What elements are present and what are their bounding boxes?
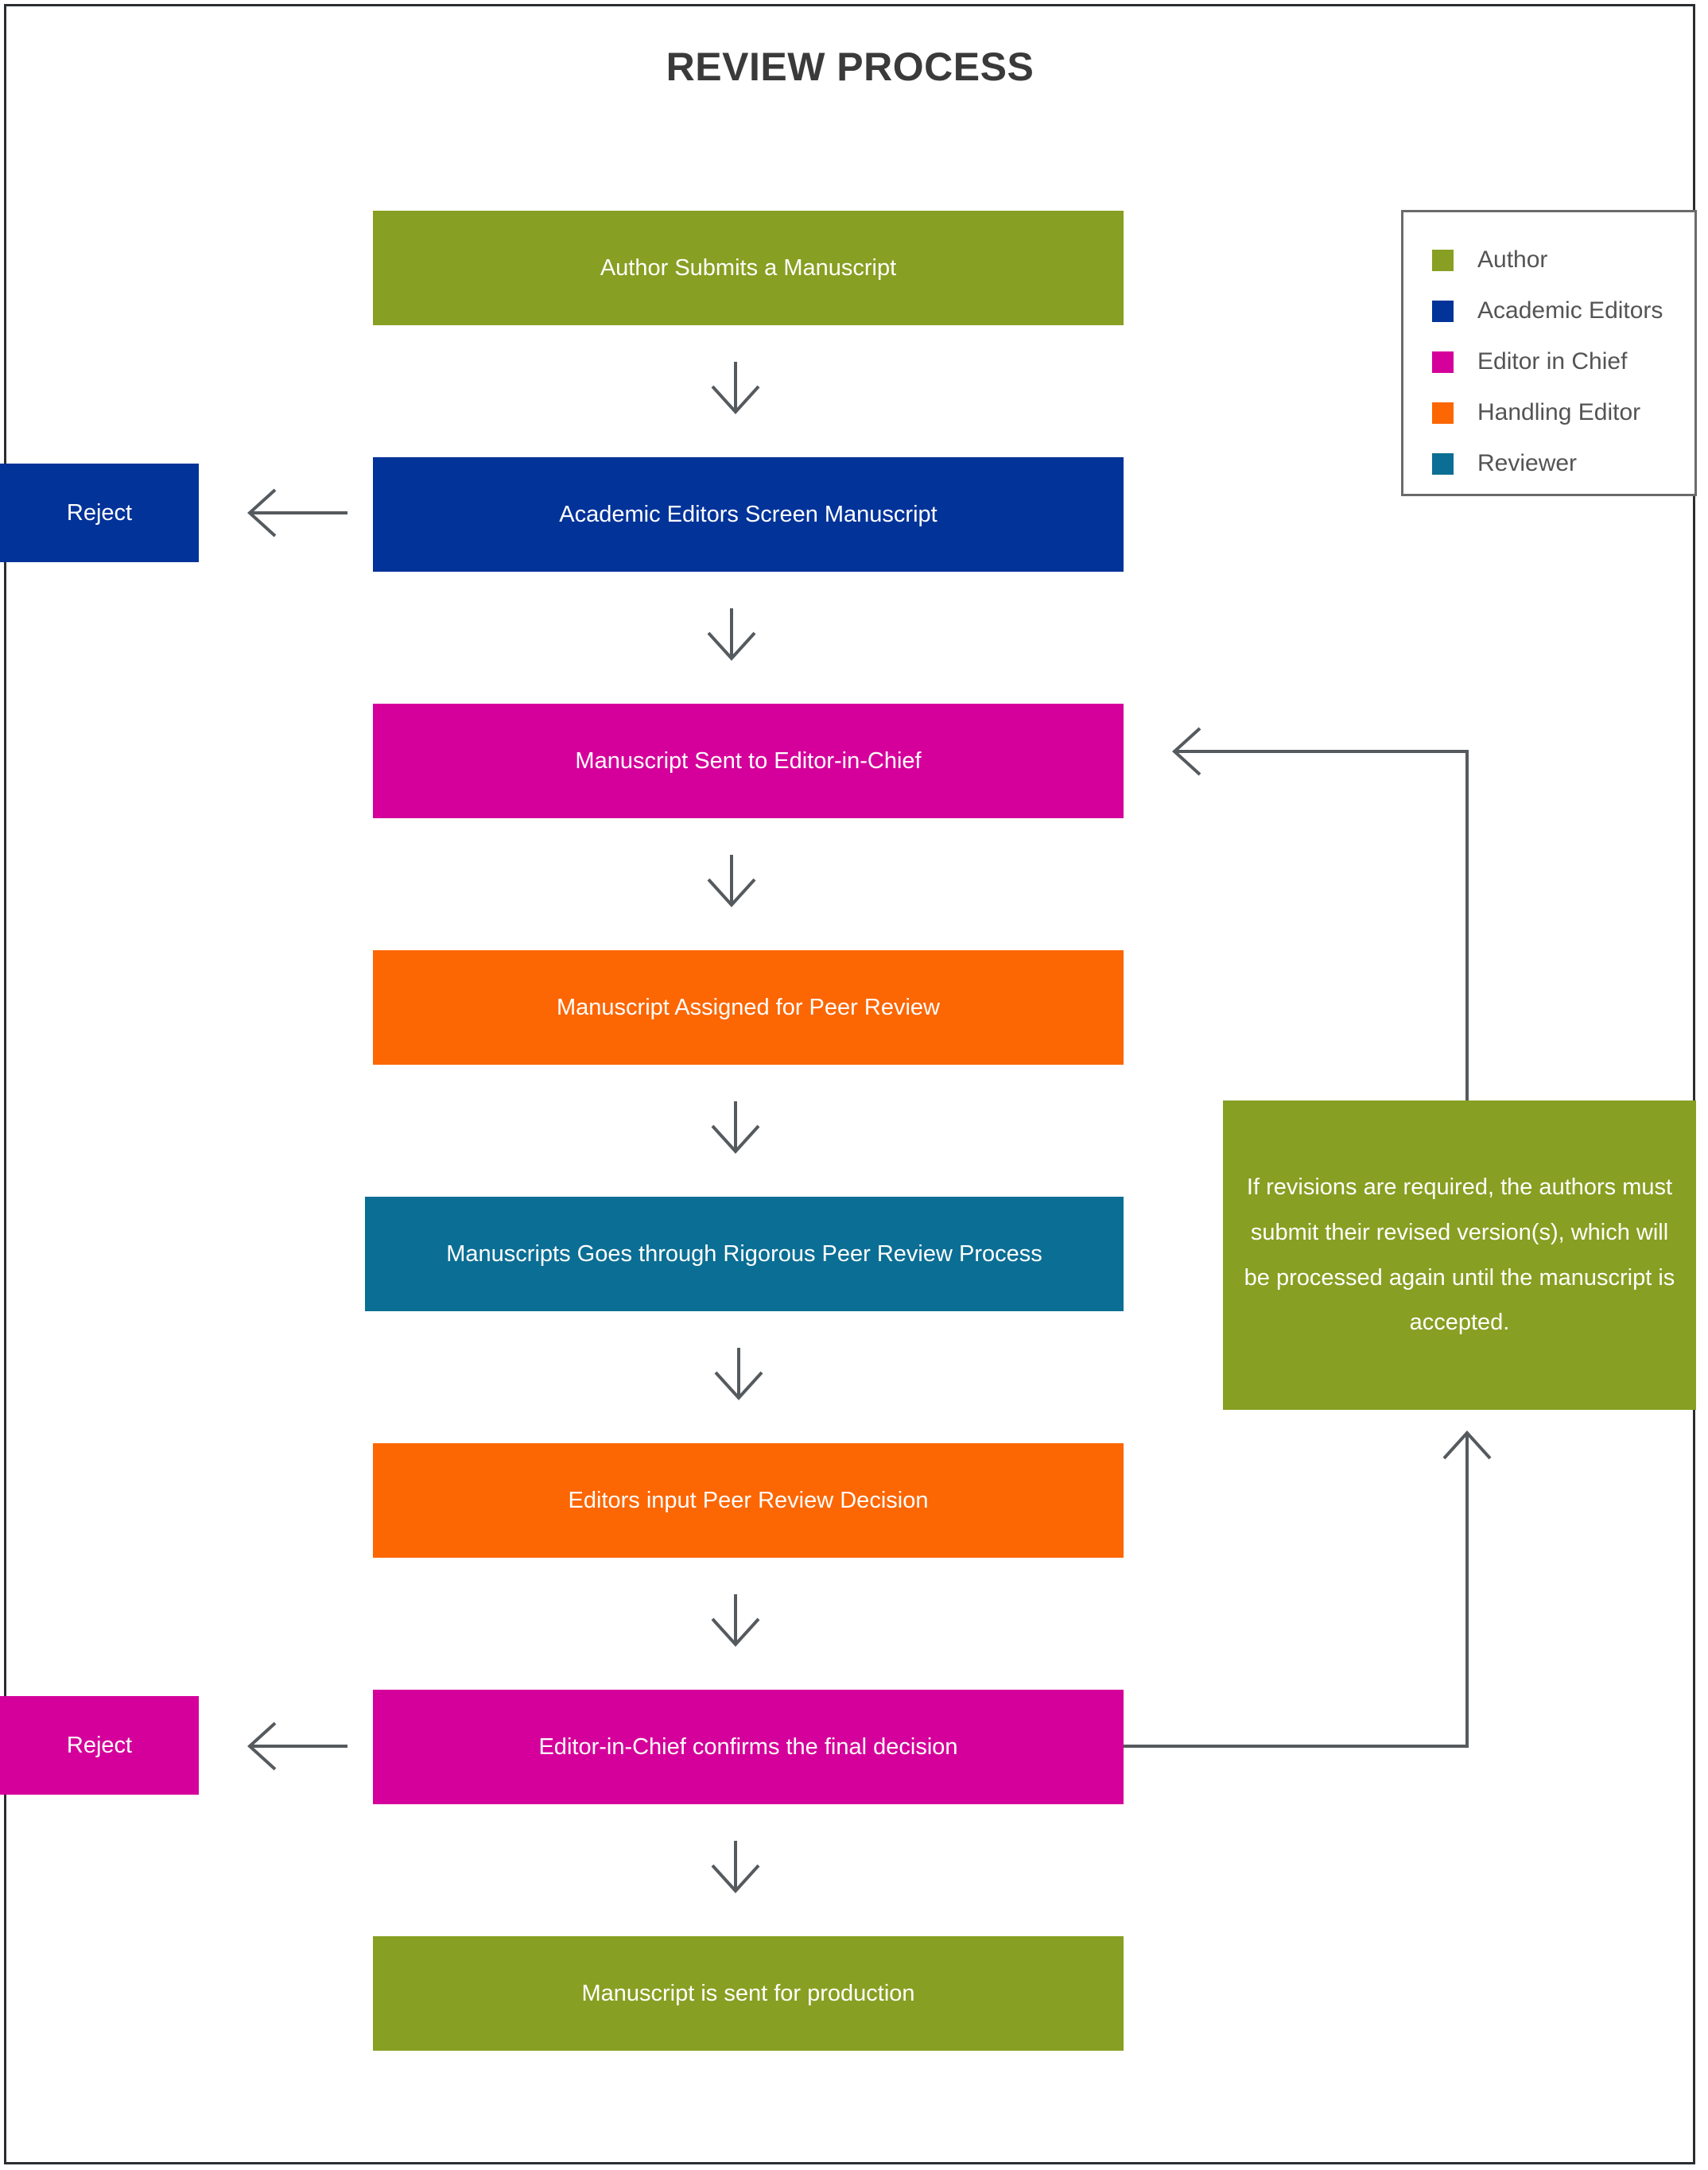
reject-label: Reject xyxy=(66,1732,133,1758)
flow-step-author-submits: Author Submits a Manuscript xyxy=(373,211,1124,325)
flow-step-label: Manuscript Assigned for Peer Review xyxy=(557,994,940,1020)
legend: Author Academic Editors Editor in Chief … xyxy=(1401,210,1697,496)
arrow-down-4 xyxy=(711,1101,760,1154)
arrow-down-5 xyxy=(714,1348,763,1400)
flow-step-label: Manuscripts Goes through Rigorous Peer R… xyxy=(446,1240,1042,1267)
reject-box-academic-editors: Reject xyxy=(0,464,199,562)
legend-item-handling-editor: Handling Editor xyxy=(1432,387,1694,438)
flow-step-academic-editors-screen: Academic Editors Screen Manuscript xyxy=(373,457,1124,572)
arrow-revision-to-eic xyxy=(1172,727,1469,1101)
arrow-down-1 xyxy=(711,362,760,414)
revision-note-text: If revisions are required, the authors m… xyxy=(1244,1174,1675,1336)
flow-step-label: Manuscript Sent to Editor-in-Chief xyxy=(575,747,922,774)
flow-step-assigned-peer-review: Manuscript Assigned for Peer Review xyxy=(373,950,1124,1065)
legend-item-label: Academic Editors xyxy=(1477,297,1663,324)
legend-item-reviewer: Reviewer xyxy=(1432,438,1694,489)
arrow-down-7 xyxy=(711,1841,760,1893)
arrow-down-3 xyxy=(707,855,756,907)
flow-step-editors-input-decision: Editors input Peer Review Decision xyxy=(373,1443,1124,1558)
flow-step-manuscript-sent-to-eic: Manuscript Sent to Editor-in-Chief xyxy=(373,704,1124,818)
legend-swatch-icon xyxy=(1432,402,1454,424)
flow-step-label: Author Submits a Manuscript xyxy=(600,254,897,281)
revision-note-box: If revisions are required, the authors m… xyxy=(1223,1101,1696,1410)
legend-item-label: Handling Editor xyxy=(1477,399,1641,425)
arrow-down-6 xyxy=(711,1594,760,1647)
arrow-down-2 xyxy=(707,608,756,661)
flow-step-label: Manuscript is sent for production xyxy=(581,1980,915,2006)
legend-swatch-icon xyxy=(1432,351,1454,373)
legend-item-author: Author xyxy=(1432,235,1694,285)
flow-step-label: Academic Editors Screen Manuscript xyxy=(559,501,937,527)
legend-item-academic-editors: Academic Editors xyxy=(1432,285,1694,336)
flow-step-sent-for-production: Manuscript is sent for production xyxy=(373,1936,1124,2051)
page-title: REVIEW PROCESS xyxy=(666,45,1035,89)
legend-swatch-icon xyxy=(1432,300,1454,322)
legend-item-label: Reviewer xyxy=(1477,450,1578,476)
reject-label: Reject xyxy=(66,499,133,526)
flow-step-rigorous-peer-review: Manuscripts Goes through Rigorous Peer R… xyxy=(365,1197,1124,1311)
reject-box-editor-in-chief: Reject xyxy=(0,1696,199,1795)
arrow-reject-1 xyxy=(247,488,347,538)
legend-item-label: Editor in Chief xyxy=(1477,348,1628,375)
legend-item-editor-in-chief: Editor in Chief xyxy=(1432,336,1694,387)
legend-item-label: Author xyxy=(1477,247,1548,273)
arrow-revision-to-note xyxy=(1124,1430,1492,1748)
flow-step-label: Editors input Peer Review Decision xyxy=(568,1487,929,1513)
flow-step-eic-confirms-decision: Editor-in-Chief confirms the final decis… xyxy=(373,1690,1124,1804)
flow-step-label: Editor-in-Chief confirms the final decis… xyxy=(538,1733,958,1760)
legend-swatch-icon xyxy=(1432,249,1454,271)
legend-swatch-icon xyxy=(1432,452,1454,475)
arrow-reject-2 xyxy=(247,1722,347,1771)
